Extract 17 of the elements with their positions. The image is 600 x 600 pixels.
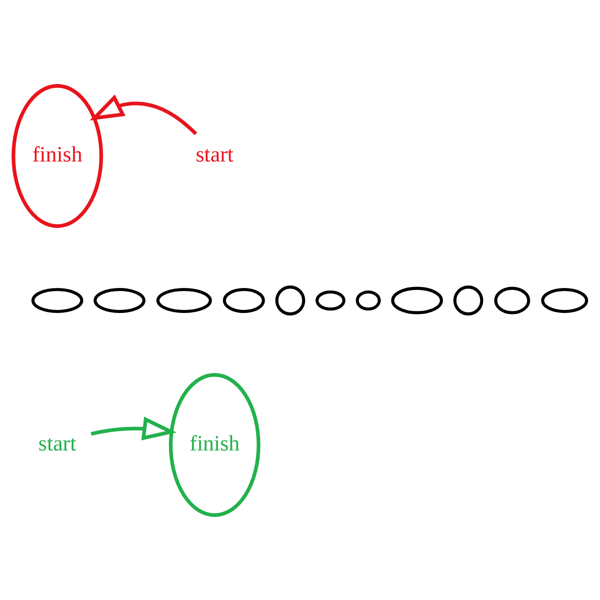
node-ellipse <box>31 288 84 312</box>
node-ellipse <box>453 285 484 315</box>
node-ellipse <box>222 288 265 312</box>
node-ellipse <box>356 290 381 310</box>
node-ellipse <box>156 288 212 312</box>
node-text: start <box>196 140 234 166</box>
node-ellipse <box>494 286 530 314</box>
node-ellipse <box>391 286 443 314</box>
node-ellipse <box>94 288 146 312</box>
arrow <box>90 416 177 440</box>
node-ellipse <box>316 290 346 310</box>
node-ellipse <box>275 285 306 315</box>
node-ellipse: finish <box>12 84 104 228</box>
node-text: start <box>38 430 76 455</box>
node-ellipse: finish <box>168 372 260 516</box>
node-ellipse <box>541 288 588 312</box>
arrow <box>90 94 198 135</box>
